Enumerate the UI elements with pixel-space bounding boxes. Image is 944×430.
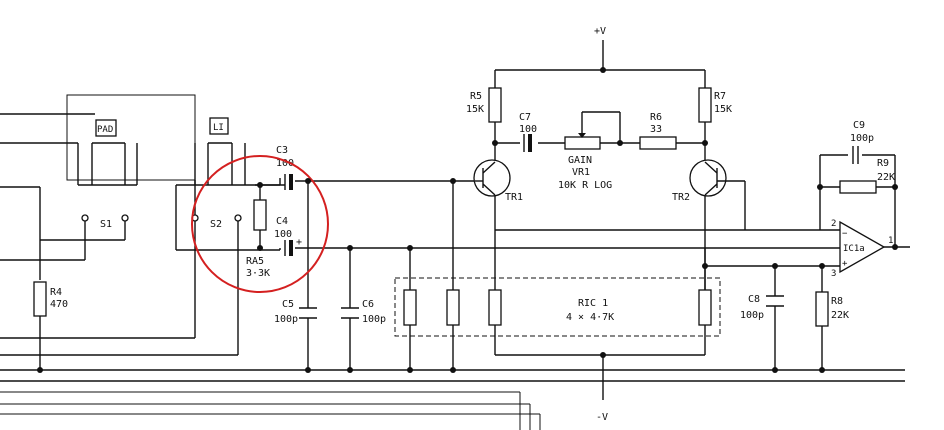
c4-value: 100 xyxy=(274,229,292,240)
potentiometer-vr1 xyxy=(564,136,601,150)
r6-value: 33 xyxy=(650,124,662,135)
r8-name: R8 xyxy=(831,296,843,307)
c5-name: C5 xyxy=(282,299,294,310)
ric1-resistor-4 xyxy=(698,289,712,326)
r6-name: R6 xyxy=(650,112,662,123)
c9-value: 100p xyxy=(850,133,874,144)
ic1a-label: IC1a xyxy=(843,244,865,254)
ric1-name: RIC 1 xyxy=(578,298,608,309)
c4-name: C4 xyxy=(276,216,288,227)
tr1-label: TR1 xyxy=(505,192,523,203)
ric1-resistor-2 xyxy=(446,289,460,326)
c7-name: C7 xyxy=(519,112,531,123)
c4-plus: + xyxy=(296,237,302,248)
ric1-resistor-3 xyxy=(488,289,502,326)
c8-name: C8 xyxy=(748,294,760,305)
r4-value: 470 xyxy=(50,299,68,310)
r5-name: R5 xyxy=(470,91,482,102)
resistor-r9 xyxy=(839,180,877,194)
c5-value: 100p xyxy=(274,314,298,325)
ric1-package xyxy=(394,277,721,337)
r7-value: 15K xyxy=(714,104,732,115)
c8-value: 100p xyxy=(740,310,764,321)
supply-pos-label: +V xyxy=(594,26,606,37)
tr2-label: TR2 xyxy=(672,192,690,203)
c6-name: C6 xyxy=(362,299,374,310)
resistor-r4 xyxy=(33,281,47,317)
r8-value: 22K xyxy=(831,310,849,321)
r5-value: 15K xyxy=(466,104,484,115)
capacitor-c9 xyxy=(852,146,859,164)
pin-1-label: 1 xyxy=(888,236,893,246)
c6-value: 100p xyxy=(362,314,386,325)
opamp-plus-sign: + xyxy=(842,259,848,269)
ric1-resistor-1 xyxy=(403,289,417,326)
opamp-ic1a xyxy=(839,220,886,274)
highlight-circle xyxy=(191,155,329,293)
r9-name: R9 xyxy=(877,158,889,169)
r7-name: R7 xyxy=(714,91,726,102)
gain-label: GAIN xyxy=(568,155,592,166)
pin-3-label: 3 xyxy=(831,269,836,279)
vr1-name: VR1 xyxy=(572,167,590,178)
capacitor-c6 xyxy=(341,307,359,319)
c3-name: C3 xyxy=(276,145,288,156)
ra5-name: RA5 xyxy=(246,256,264,267)
r9-value: 22K xyxy=(877,172,895,183)
supply-neg-label: -V xyxy=(596,412,608,423)
c9-name: C9 xyxy=(853,120,865,131)
resistor-r6 xyxy=(639,136,677,150)
ra5-value: 3·3K xyxy=(246,268,270,279)
s1-label: S1 xyxy=(100,219,112,230)
capacitor-c8 xyxy=(766,295,784,307)
pin-2-label: 2 xyxy=(831,219,836,229)
c3-value: 100 xyxy=(276,158,294,169)
r4-name: R4 xyxy=(50,287,62,298)
resistor-ra5 xyxy=(253,199,267,231)
capacitor-c3 xyxy=(284,174,293,190)
ric1-wiring xyxy=(409,181,706,370)
transistor-tr2 xyxy=(689,159,745,197)
vr1-value: 10K R LOG xyxy=(558,180,612,191)
junction-dots xyxy=(37,67,898,373)
ric1-value: 4 × 4·7K xyxy=(566,312,614,323)
resistor-r5 xyxy=(488,87,502,123)
capacitor-c5 xyxy=(299,307,317,319)
feedback-wiring xyxy=(495,154,910,370)
bottom-wires xyxy=(0,391,541,430)
opamp-minus-sign: − xyxy=(842,229,848,239)
li-switch-box xyxy=(209,117,229,135)
input-coupling xyxy=(255,178,840,370)
emitter-network xyxy=(495,111,705,144)
transistor-tr1 xyxy=(473,159,511,197)
resistor-r8 xyxy=(815,291,829,327)
pad-switch-box xyxy=(95,119,117,137)
li-label: LI xyxy=(213,123,224,133)
resistor-r7 xyxy=(698,87,712,123)
s2-label: S2 xyxy=(210,219,222,230)
capacitor-c7 xyxy=(523,134,532,152)
pad-label: PAD xyxy=(97,125,113,135)
capacitor-c4 xyxy=(284,240,293,256)
c7-value: 100 xyxy=(519,124,537,135)
